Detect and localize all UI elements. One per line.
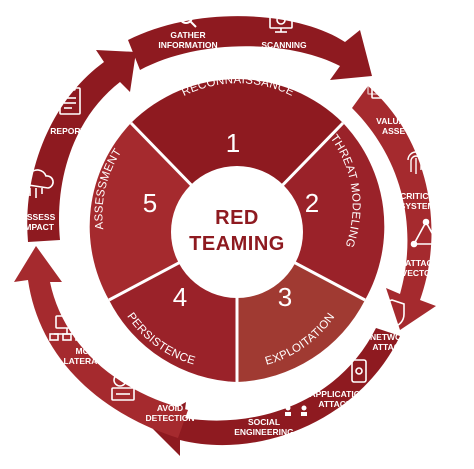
money-icon: [367, 79, 397, 99]
avoid-detection-label-1: AVOID: [157, 403, 183, 413]
center-title-line1: RED: [215, 207, 259, 229]
network-triangle-icon: [410, 218, 442, 248]
valuable-assets-label-1: VALUABLE: [376, 116, 422, 126]
phase-5-number: 5: [143, 188, 157, 218]
attack-vectors-label-2: VECTORS: [402, 268, 443, 278]
clipboard-icon: [59, 84, 81, 115]
outer-ring: [14, 16, 436, 456]
phase-1-number: 1: [226, 128, 240, 158]
inner-ring: [85, 79, 389, 384]
phone-bug-icon: [351, 359, 367, 383]
scanning-label: SCANNING: [261, 40, 307, 50]
social-engineering-label-2: ENGINEERING: [234, 427, 294, 437]
valuable-assets-label-2: ASSETS: [382, 126, 416, 136]
ring-arrow-bottom: [148, 328, 400, 456]
application-attacks-label-1: APPLICATION: [310, 389, 367, 399]
center-title-line2: TEAMING: [189, 233, 285, 255]
shield-icon: [379, 299, 405, 329]
ring-arrow-top: [128, 16, 372, 80]
network-attacks-label-2: ATTACKS: [372, 342, 412, 352]
ring-arrow-left-top: [27, 50, 136, 242]
segment-5: [89, 123, 237, 300]
social-engineering-label-1: SOCIAL: [248, 417, 280, 427]
report-label: REPORT: [50, 126, 86, 136]
move-laterally-label-2: LATERALLY: [63, 356, 112, 366]
segment-1: [131, 79, 343, 232]
fingerprint-icon: [407, 151, 425, 174]
ring-arrow-right: [352, 86, 436, 330]
phase-2-number: 2: [305, 188, 319, 218]
assess-impact-label-2: IMPACT: [22, 222, 55, 232]
phase-3-number: 3: [278, 282, 292, 312]
gather-information-label-1: GATHER: [170, 30, 205, 40]
magnifier-icon: [179, 10, 197, 28]
move-laterally-label-1: MOVE: [75, 346, 100, 356]
avoid-detection-label-2: DETECTION: [145, 413, 194, 423]
cloud-chip-icon: [20, 169, 54, 198]
segment-2: [237, 123, 385, 300]
center-circle: [171, 166, 303, 298]
critical-systems-label-2: SYSTEMS: [400, 201, 441, 211]
attack-vectors-label-1: ATTACK: [405, 258, 440, 268]
phase-4-number: 4: [173, 282, 187, 312]
people-icon: [285, 395, 307, 416]
hand-keyboard-icon: [111, 373, 135, 401]
application-attacks-label-2: ATTACKS: [318, 399, 358, 409]
gather-information-label-2: INFORMATION: [158, 40, 217, 50]
network-attacks-label-1: NETWORK: [370, 332, 415, 342]
sitemap-icon: [49, 315, 85, 341]
critical-systems-label-1: CRITICAL: [400, 191, 440, 201]
ring-arrow-left-bottom: [14, 246, 188, 438]
scan-monitor-icon: [269, 11, 293, 33]
assess-impact-label-1: ASSESS: [21, 212, 56, 222]
